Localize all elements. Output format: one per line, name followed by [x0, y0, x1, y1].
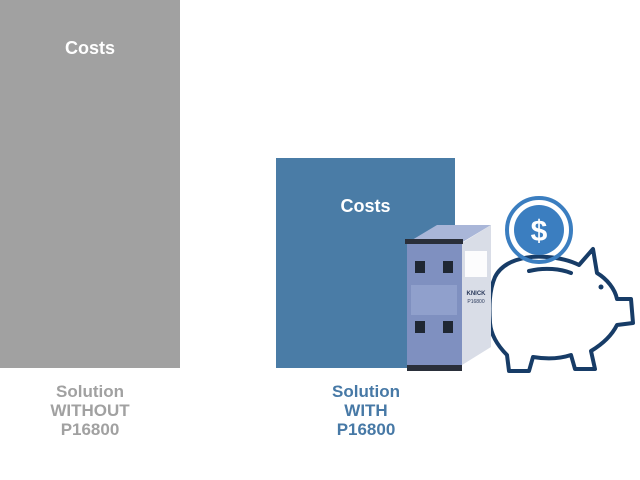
device-model: P16800: [467, 299, 484, 305]
caption-without-line1: Solution: [56, 382, 124, 401]
costs-label-with: Costs: [340, 196, 391, 216]
costs-label-without: Costs: [64, 38, 115, 58]
dollar-coin-icon: $: [505, 196, 573, 264]
costs-bar-without: Costs: [0, 0, 180, 368]
device-brand: KNICK: [467, 291, 487, 297]
caption-without-line2: WITHOUT: [50, 401, 130, 420]
piggy-bank-icon: [487, 247, 635, 373]
p16800-device-image: KNICK P16800: [405, 225, 491, 371]
caption-with-line3: P16800: [336, 420, 396, 439]
caption-with-line2: WITH: [344, 401, 388, 420]
caption-without-line3: P16800: [60, 420, 120, 439]
caption-without: Solution WITHOUT P16800: [10, 382, 170, 439]
svg-text:$: $: [531, 215, 548, 248]
caption-with: Solution WITH P16800: [286, 382, 446, 439]
caption-with-line1: Solution: [332, 382, 400, 401]
savings-illustration: $ KNICK P16800: [405, 196, 635, 373]
